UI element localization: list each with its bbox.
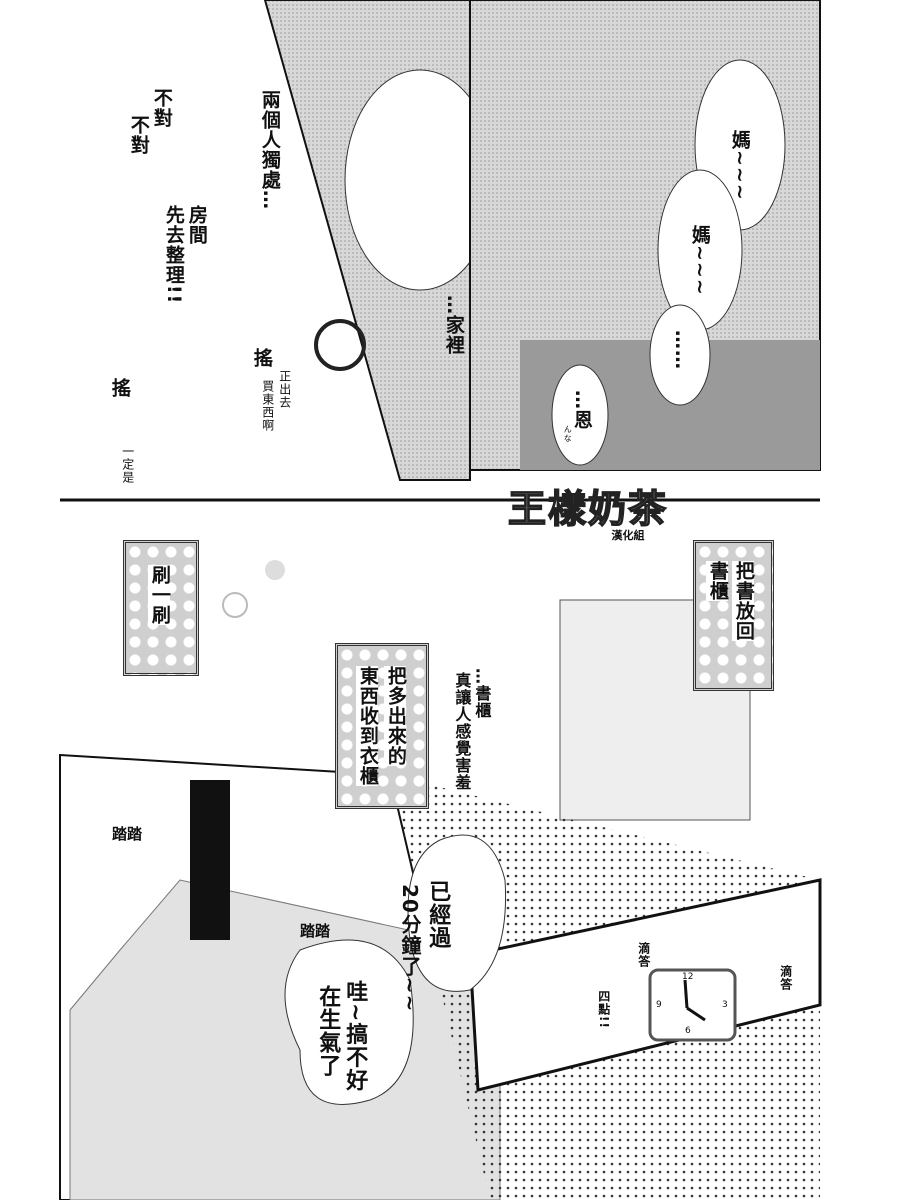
panel-clock xyxy=(468,878,822,1092)
text-brush: 刷一刷 xyxy=(148,565,171,625)
text-angry-1: 哇~搞不好 xyxy=(342,980,368,1092)
text-tidy-room-2: 先去整理!! xyxy=(162,205,185,305)
door-knob xyxy=(314,319,366,371)
speech-bubble-silence xyxy=(649,304,711,406)
text-closet-1: 把多出來的 xyxy=(384,666,407,766)
text-embarrassed-1: …書櫃 xyxy=(472,668,492,719)
clock-number-3: 3 xyxy=(722,1000,728,1010)
watermark-subtitle: 漢化組 xyxy=(611,529,645,542)
text-tidy-room-1: 房間 xyxy=(185,205,208,245)
clock-number-12: 12 xyxy=(682,972,694,982)
sfx-tick-2: 滴答 xyxy=(778,965,793,991)
text-four-oclock: 四點!! xyxy=(596,990,611,1029)
text-closet-2: 東西收到衣櫃 xyxy=(356,666,379,786)
caption-box-bookshelf: 把書放回 書櫃 xyxy=(693,540,774,691)
text-twenty-min-1: 已經過 xyxy=(425,880,451,949)
sfx-shake-1: 搖 xyxy=(250,348,273,368)
speech-bubble-angry xyxy=(284,939,414,1105)
text-out-shopping-1: 正出去 xyxy=(277,370,292,409)
text-at-home: …家裡 xyxy=(442,295,465,355)
caption-box-brush: 刷一刷 xyxy=(123,540,199,676)
text-mom-2: 媽~~~ xyxy=(688,225,711,296)
text-twenty-min-2: 20分鐘了~~ xyxy=(398,884,422,1013)
text-bookshelf-1: 把書放回 xyxy=(732,561,755,641)
text-angry-2: 在生氣了 xyxy=(315,985,341,1077)
speech-bubble-reply xyxy=(551,364,609,466)
text-no-no-right: 不對 xyxy=(150,88,173,128)
text-reply-small: んな xyxy=(563,425,573,443)
watermark-title: 王樣奶茶 xyxy=(507,485,669,532)
sfx-tick-1: 滴答 xyxy=(636,942,651,968)
text-silence: …… xyxy=(670,330,693,370)
leg xyxy=(190,780,230,940)
sfx-shake-2: 搖 xyxy=(108,378,131,398)
text-must-be: 一定是 xyxy=(120,445,135,484)
text-alone-together: 兩個人獨處… xyxy=(258,90,281,210)
caption-box-closet: 把多出來的 東西收到衣櫃 xyxy=(335,643,429,809)
sfx-steps-2: 踏踏 xyxy=(300,922,331,940)
text-bookshelf-2: 書櫃 xyxy=(706,561,729,601)
text-out-shopping-2: 買東西啊 xyxy=(260,380,275,432)
scanlation-watermark: 王樣奶茶 漢化組 xyxy=(507,478,669,543)
clock xyxy=(648,968,737,1042)
text-mom-1: 媽~~~ xyxy=(728,130,751,201)
text-embarrassed-2: 真讓人感覺害羞 xyxy=(452,672,472,791)
text-no-no-left: 不對 xyxy=(127,115,150,155)
clock-number-6: 6 xyxy=(685,1026,691,1036)
text-reply: …恩 xyxy=(570,390,593,430)
speech-bubble-twenty-min xyxy=(407,834,507,992)
sfx-steps-1: 踏踏 xyxy=(112,825,143,843)
clock-number-9: 9 xyxy=(656,1000,662,1010)
